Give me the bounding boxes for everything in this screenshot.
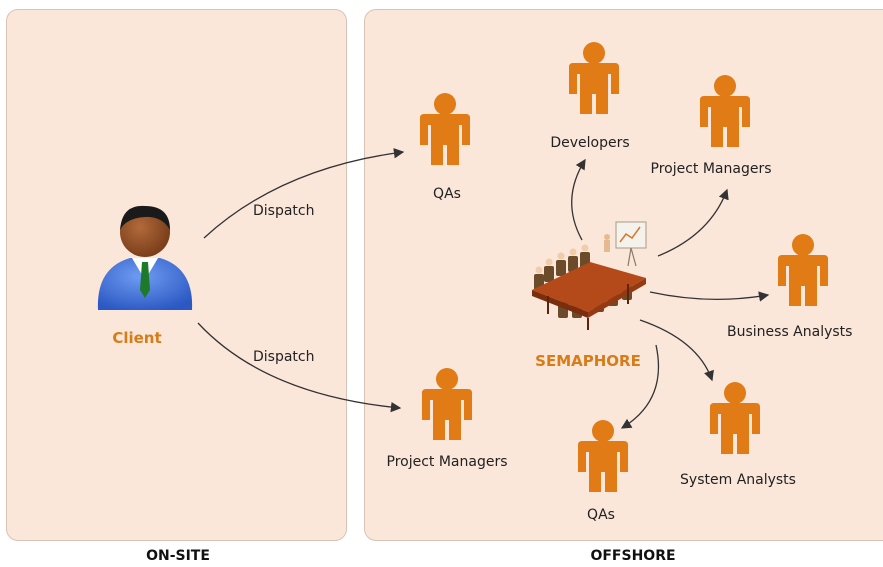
client-avatar-icon — [97, 205, 193, 310]
hub-to-developers-arrow — [571, 158, 586, 241]
hub-label: SEMAPHORE — [535, 352, 641, 370]
pm-team-label: Project Managers — [650, 161, 772, 177]
hub-to-ba-arrow — [649, 291, 770, 302]
system-analysts-label: System Analysts — [680, 472, 796, 488]
developers-label: Developers — [550, 135, 630, 151]
qas-dispatch-person-icon — [420, 93, 470, 165]
onsite-title: ON-SITE — [146, 548, 210, 564]
system-analysts-person-icon — [710, 382, 760, 454]
hub-to-pm-arrow — [657, 188, 729, 257]
dispatch-arrow-bottom — [197, 322, 402, 413]
business-analysts-person-icon — [778, 234, 828, 306]
pm-dispatch-person-icon — [422, 368, 472, 440]
hub-to-qas-arrow — [620, 344, 660, 429]
hub-to-sa-arrow — [639, 319, 714, 382]
dispatch-label-top: Dispatch — [253, 203, 315, 219]
meeting-table-icon — [532, 221, 647, 330]
qas-team-label: QAs — [587, 507, 615, 523]
business-analysts-label: Business Analysts — [727, 324, 853, 340]
qas-dispatch-label: QAs — [433, 186, 461, 202]
pm-team-person-icon — [700, 75, 750, 147]
qas-team-person-icon — [578, 420, 628, 492]
pm-dispatch-label: Project Managers — [386, 454, 508, 470]
dispatch-label-bottom: Dispatch — [253, 349, 315, 365]
developers-person-icon — [569, 42, 619, 114]
offshore-title: OFFSHORE — [590, 548, 676, 564]
dispatch-arrow-top — [203, 148, 405, 239]
client-label: Client — [112, 329, 162, 347]
